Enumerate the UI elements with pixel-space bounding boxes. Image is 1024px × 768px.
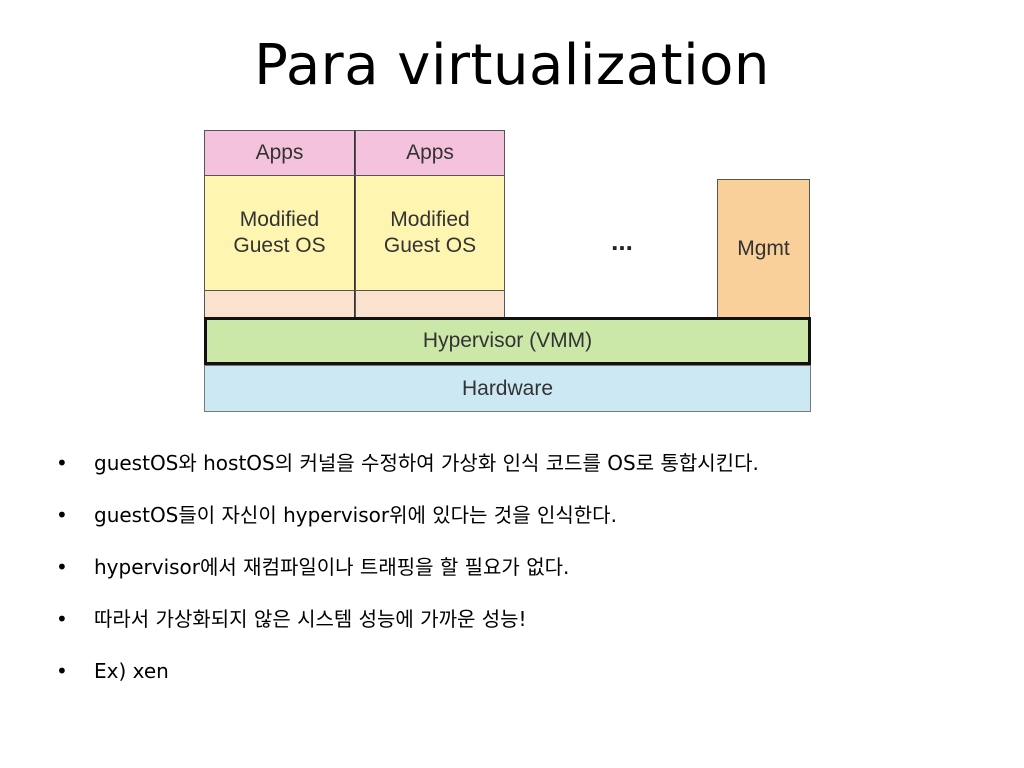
bullet-text: hypervisor에서 재컴파일이나 트래핑을 할 필요가 없다. xyxy=(94,555,570,579)
bullet-item: • Ex) xen xyxy=(56,654,1006,706)
bullet-dot: • xyxy=(56,659,68,683)
guest-kernel-strip-1 xyxy=(204,290,356,318)
bullet-item: • guestOS들이 자신이 hypervisor위에 있다는 것을 인식한다… xyxy=(56,498,1006,550)
guest-os-box-1: Modified Guest OS xyxy=(204,175,356,291)
bullet-dot: • xyxy=(56,555,68,579)
architecture-diagram: Apps Apps Modified Guest OS Modified Gue… xyxy=(192,118,822,420)
bullet-text: guestOS들이 자신이 hypervisor위에 있다는 것을 인식한다. xyxy=(94,503,617,527)
bullet-list: • guestOS와 hostOS의 커널을 수정하여 가상화 인식 코드를 O… xyxy=(56,446,1006,706)
mgmt-box: Mgmt xyxy=(717,179,810,318)
bullet-item: • hypervisor에서 재컴파일이나 트래핑을 할 필요가 없다. xyxy=(56,550,1006,602)
hypervisor-box: Hypervisor (VMM) xyxy=(204,317,811,365)
bullet-item: • 따라서 가상화되지 않은 시스템 성능에 가까운 성능! xyxy=(56,602,1006,654)
guest-os-box-2: Modified Guest OS xyxy=(355,175,505,291)
apps-box-1: Apps xyxy=(204,130,356,176)
bullet-text: guestOS와 hostOS의 커널을 수정하여 가상화 인식 코드를 OS로… xyxy=(94,451,759,475)
bullet-dot: • xyxy=(56,503,68,527)
bullet-text: 따라서 가상화되지 않은 시스템 성능에 가까운 성능! xyxy=(94,607,527,631)
bullet-item: • guestOS와 hostOS의 커널을 수정하여 가상화 인식 코드를 O… xyxy=(56,446,1006,498)
slide-title: Para virtualization xyxy=(254,33,770,98)
hardware-box: Hardware xyxy=(204,365,811,412)
more-guests-ellipsis: ... xyxy=(611,226,633,256)
bullet-text: Ex) xen xyxy=(94,659,169,683)
bullet-dot: • xyxy=(56,607,68,631)
guest-kernel-strip-2 xyxy=(355,290,505,318)
bullet-dot: • xyxy=(56,451,68,475)
apps-box-2: Apps xyxy=(355,130,505,176)
